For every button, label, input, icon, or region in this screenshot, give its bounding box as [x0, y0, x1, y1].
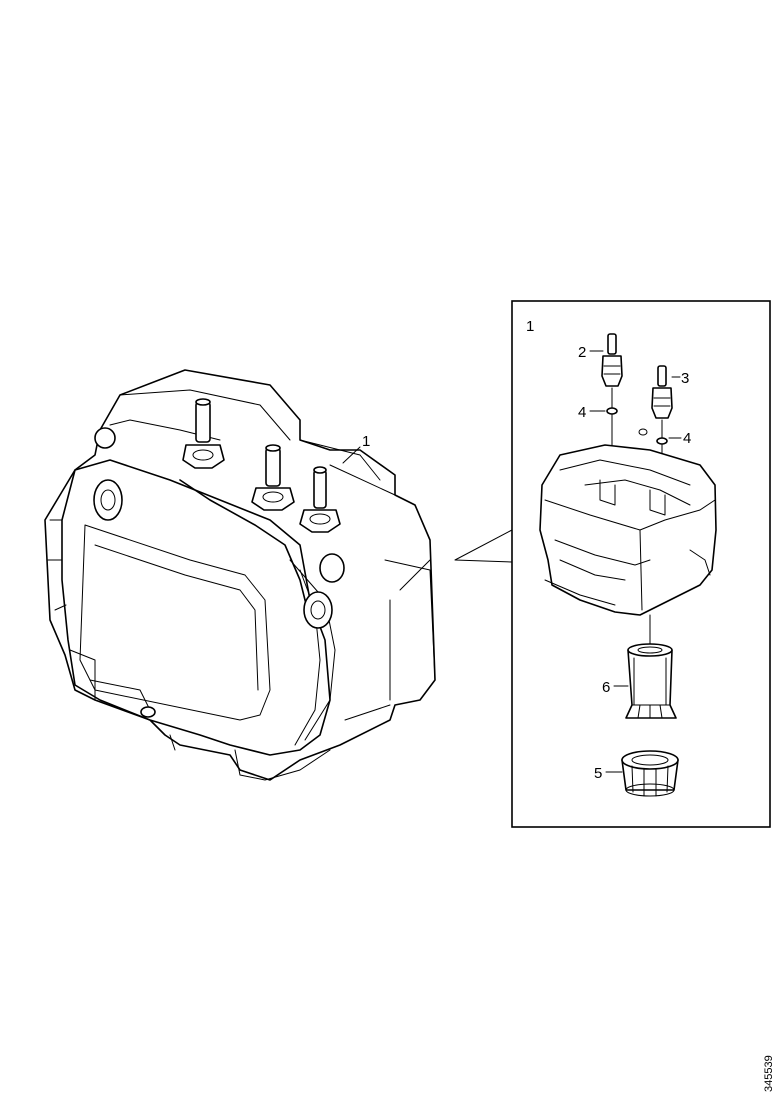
- callout-detail-unit: 1: [526, 318, 534, 335]
- detail-seal-left: [606, 407, 618, 415]
- callout-sensor-right: 3: [681, 370, 689, 387]
- figure-id: 345539: [763, 1055, 775, 1092]
- callout-cap: 5: [594, 765, 602, 782]
- detail-frame: [511, 300, 771, 828]
- detail-seal-right: [656, 437, 668, 445]
- detail-cap: [621, 750, 679, 797]
- detail-sensor-2: [601, 333, 623, 471]
- callout-filter: 6: [602, 679, 610, 696]
- callout-leader-main: [342, 446, 361, 464]
- callout-seal-left: 4: [578, 404, 586, 421]
- sensor-stem-2: [251, 444, 295, 511]
- callout-main-unit: 1: [362, 433, 370, 450]
- detail-filter: [625, 643, 677, 719]
- sensor-stem-1: [182, 398, 225, 469]
- tank-assembly: [44, 369, 436, 781]
- callout-sensor-left: 2: [578, 344, 586, 361]
- callout-seal-right: 4: [683, 430, 691, 447]
- detail-pointer: [454, 529, 513, 563]
- detail-sensor-3: [651, 365, 673, 491]
- sensor-stem-3: [299, 466, 341, 533]
- detail-pump-body: [539, 444, 717, 616]
